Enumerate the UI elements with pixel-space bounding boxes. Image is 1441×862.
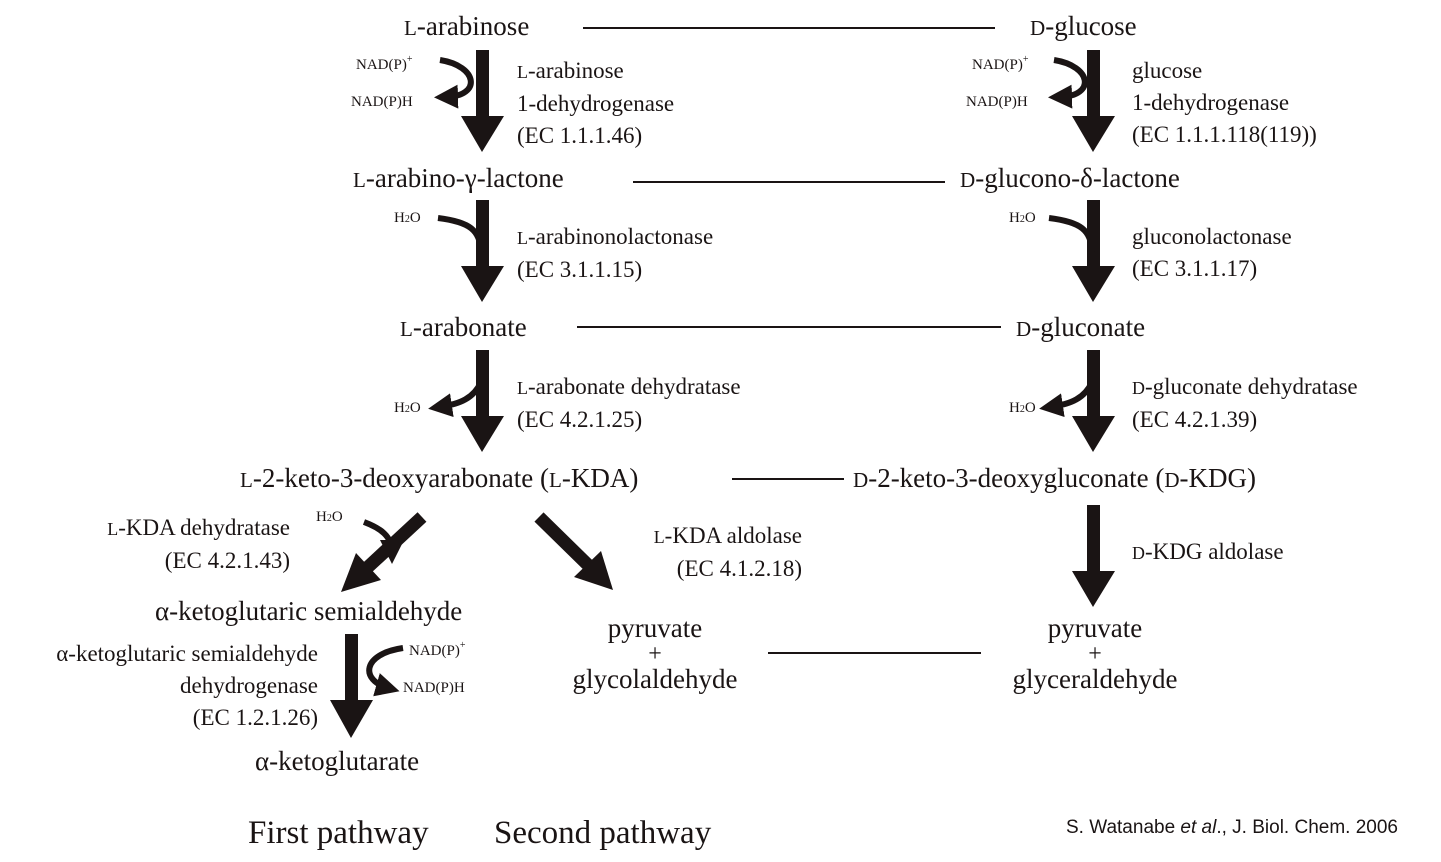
compound-pyruvate-glyceraldehyde: pyruvate + glyceraldehyde: [980, 615, 1210, 693]
compound-l-arabonate: L-arabonate: [400, 312, 527, 342]
cofactor-nadph-l: NAD(P)H: [351, 94, 413, 110]
cofactor-water-l-kda-dh: [362, 519, 404, 564]
compound-akg: α-ketoglutarate: [255, 746, 420, 776]
compound-d-gluconate: D-gluconate: [1016, 312, 1146, 342]
compound-l-kda: L-2-keto-3-deoxyarabonate (L-KDA): [240, 463, 639, 493]
enzyme-l-arabinonolactonase: L-arabinonolactonase (EC 3.1.1.15): [517, 224, 714, 282]
arrow-kdg-to-products: [1072, 505, 1115, 607]
cofactor-water-d-lactone: H2O: [1009, 210, 1036, 226]
cofactor-water-l-arabonate-dh: [428, 380, 484, 418]
compound-d-kdg: D-2-keto-3-deoxygluconate (D-KDG): [853, 463, 1257, 493]
citation: S. Watanabe et al., J. Biol. Chem. 2006: [1066, 817, 1398, 838]
enzyme-d-gluconate-dehydratase: D-gluconate dehydratase (EC 4.2.1.39): [1132, 374, 1358, 432]
enzyme-l-kda-aldolase: L-KDA aldolase (EC 4.1.2.18): [653, 523, 802, 581]
cofactor-water-gluconolactonase: [1048, 215, 1095, 253]
enzyme-glucose-dehydrogenase: glucose 1-dehydrogenase (EC 1.1.1.118(11…: [1132, 58, 1317, 147]
product-pyruvate-right: pyruvate: [1047, 613, 1143, 643]
enzyme-l-arabonate-dehydratase: L-arabonate dehydratase (EC 4.2.1.25): [517, 374, 741, 432]
product-glycolaldehyde: glycolaldehyde: [572, 664, 738, 694]
compound-l-arabino-lactone: L-arabino-γ-lactone: [353, 163, 564, 193]
enzyme-l-kda-dehydratase: L-KDA dehydratase (EC 4.2.1.43): [107, 515, 290, 573]
cofactor-arrow-akgsa-dh: [366, 645, 404, 697]
cofactor-water-d-gluconate-dh: [1039, 380, 1095, 418]
compound-d-glucose: D-glucose: [1030, 11, 1137, 41]
product-pyruvate-left: pyruvate: [607, 613, 703, 643]
enzyme-d-kdg-aldolase: D-KDG aldolase: [1132, 539, 1284, 564]
plus-sign-left: +: [648, 641, 662, 667]
cofactor-water-d-gluconate: H2O: [1009, 400, 1036, 416]
arrow-glucose-to-lactone: [1072, 50, 1115, 152]
cofactor-arrow-glc-dh: [1048, 57, 1088, 109]
cofactor-arrow-l-dh: [434, 57, 474, 109]
cofactor-nadp-plus-akgsa: NAD(P)+: [409, 640, 466, 659]
enzyme-l-arabinose-dehydrogenase: L-arabinose 1-dehydrogenase (EC 1.1.1.46…: [517, 58, 675, 148]
cofactor-water-l-lactonase: [437, 215, 484, 253]
arrow-semialdehyde-to-akg: [330, 634, 373, 738]
cofactor-nadph-akgsa: NAD(P)H: [403, 680, 465, 696]
product-glyceraldehyde: glyceraldehyde: [1012, 664, 1178, 694]
cofactor-water-l-kda: H2O: [316, 509, 343, 525]
cofactor-nadp-plus-l: NAD(P)+: [356, 54, 413, 73]
arrow-kda-to-pyruvate: [534, 512, 613, 590]
plus-sign-right: +: [1088, 641, 1102, 667]
compound-d-glucono-lactone: D-glucono-δ-lactone: [960, 163, 1180, 193]
cofactor-nadp-plus-d: NAD(P)+: [972, 54, 1029, 73]
enzyme-gluconolactonase: gluconolactonase (EC 3.1.1.17): [1132, 224, 1292, 281]
compound-pyruvate-glycolaldehyde: pyruvate + glycolaldehyde: [540, 615, 770, 693]
arrow-arabinose-to-lactone: [461, 50, 504, 152]
cofactor-water-l-lactone: H2O: [394, 210, 421, 226]
compound-akg-semialdehyde: α-ketoglutaric semialdehyde: [155, 596, 463, 626]
cofactor-water-l-arabonate: H2O: [394, 400, 421, 416]
enzyme-akg-semialdehyde-dehydrogenase: α-ketoglutaric semialdehyde dehydrogenas…: [56, 641, 318, 730]
compound-l-arabinose: L-arabinose: [404, 11, 530, 41]
label-second-pathway: Second pathway: [494, 815, 712, 851]
cofactor-nadph-d: NAD(P)H: [966, 94, 1028, 110]
label-first-pathway: First pathway: [248, 815, 429, 851]
